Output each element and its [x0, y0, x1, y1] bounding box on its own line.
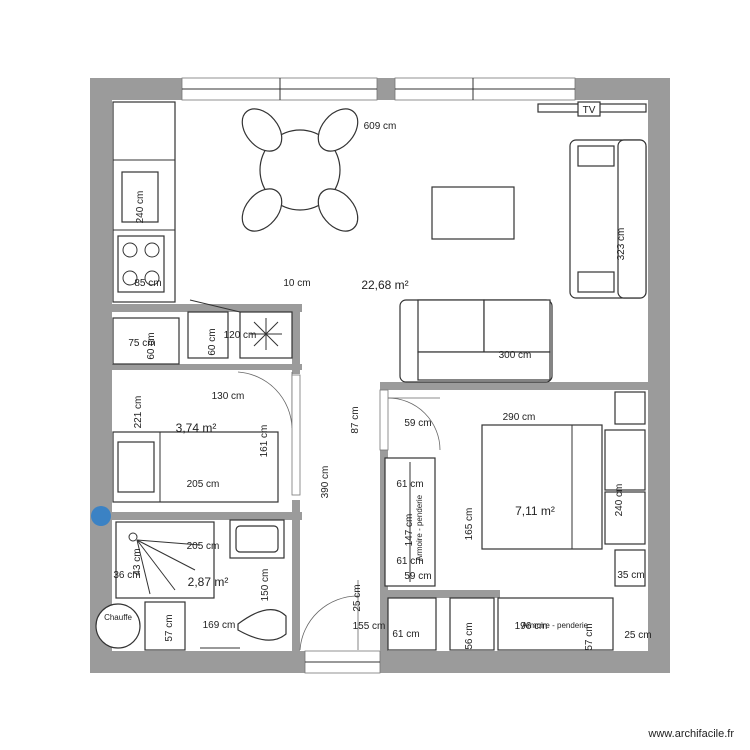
blue-marker[interactable] — [91, 506, 111, 526]
bathroom-sink — [229, 519, 285, 559]
watermark: www.archifacile.fr — [648, 728, 734, 740]
dimension-label: 36 cm — [113, 570, 140, 581]
dimension-label: 57 cm — [584, 623, 595, 650]
dimension-label: 25 cm — [624, 630, 651, 641]
dimension-label: 75 cm — [128, 338, 155, 349]
bathroom-area-label: 2,87 m² — [188, 575, 229, 589]
dimension-label: 323 cm — [616, 228, 627, 261]
dimension-label: 61 cm — [396, 479, 423, 490]
dimension-labels: 609 cm 240 cm 85 cm 10 cm 323 cm 120 cm … — [113, 121, 651, 651]
dimension-label: 57 cm — [164, 614, 175, 641]
dimension-label: 10 cm — [283, 278, 310, 289]
bathroom-2-sink — [449, 597, 495, 651]
tv-label: TV — [583, 105, 596, 116]
sofa-right — [569, 139, 647, 299]
kitchen-counter — [112, 101, 176, 303]
room-3-74-area-label: 3,74 m² — [176, 421, 217, 435]
dimension-label: 60 cm — [146, 332, 157, 359]
dimension-label: 60 cm — [207, 328, 218, 355]
dimension-label: 59 cm — [404, 418, 431, 429]
dimension-label: 85 cm — [134, 278, 161, 289]
dimension-label: 61 cm — [396, 556, 423, 567]
dimension-label: 161 cm — [259, 425, 270, 458]
dimension-label: 390 cm — [320, 466, 331, 499]
bedroom-area-label: 7,11 m² — [515, 504, 555, 518]
dimension-label: 147 cm — [404, 514, 415, 547]
storage-1-label: Armoire - penderie — [415, 494, 424, 561]
dimension-label: 609 cm — [364, 121, 397, 132]
washer — [144, 601, 186, 651]
dimension-label: 240 cm — [135, 191, 146, 224]
toilet — [237, 609, 287, 641]
bedroom-cabinet-bottom — [387, 597, 437, 651]
small-room-fixtures — [112, 299, 293, 365]
dimension-label: 165 cm — [464, 508, 475, 541]
dimension-label: 120 cm — [224, 330, 257, 341]
storage-2-label: Armoire - penderie — [522, 621, 589, 630]
double-bed — [481, 391, 646, 587]
dimension-label: 25 cm — [352, 584, 363, 611]
dimension-label: 59 cm — [404, 571, 431, 582]
dimension-label: 300 cm — [499, 350, 532, 361]
dimension-label: 130 cm — [212, 391, 245, 402]
dimension-label: 205 cm — [187, 479, 220, 490]
windows — [181, 77, 576, 674]
tv: TV — [537, 101, 647, 117]
shower — [115, 521, 215, 599]
dimension-label: 205 cm — [187, 541, 220, 552]
storage-cabinets: Armoire - penderie Armoire - penderie — [384, 457, 614, 651]
dimension-label: 35 cm — [617, 570, 644, 581]
dimension-label: 196 cm — [515, 621, 548, 632]
dining-table — [241, 108, 359, 232]
dimension-label: 56 cm — [464, 622, 475, 649]
dimension-label: 221 cm — [133, 396, 144, 429]
dimension-label: 150 cm — [260, 569, 271, 602]
water-heater-label: Chauffe — [104, 613, 132, 622]
dimension-label: 155 cm — [353, 621, 386, 632]
doors — [237, 371, 441, 651]
dimension-label: 43 cm — [132, 548, 143, 575]
coffee-table — [431, 186, 515, 240]
interior-walls — [112, 304, 648, 651]
dimension-label: 240 cm — [614, 484, 625, 517]
dimension-label: 87 cm — [350, 406, 361, 433]
dimension-label: 290 cm — [503, 412, 536, 423]
dimension-label: 169 cm — [203, 620, 236, 631]
bed-left — [112, 431, 279, 503]
sofa-bottom — [399, 299, 553, 383]
living-area-label: 22,68 m² — [361, 278, 408, 292]
water-heater: Chauffe — [95, 603, 141, 649]
dimension-label: 61 cm — [392, 629, 419, 640]
